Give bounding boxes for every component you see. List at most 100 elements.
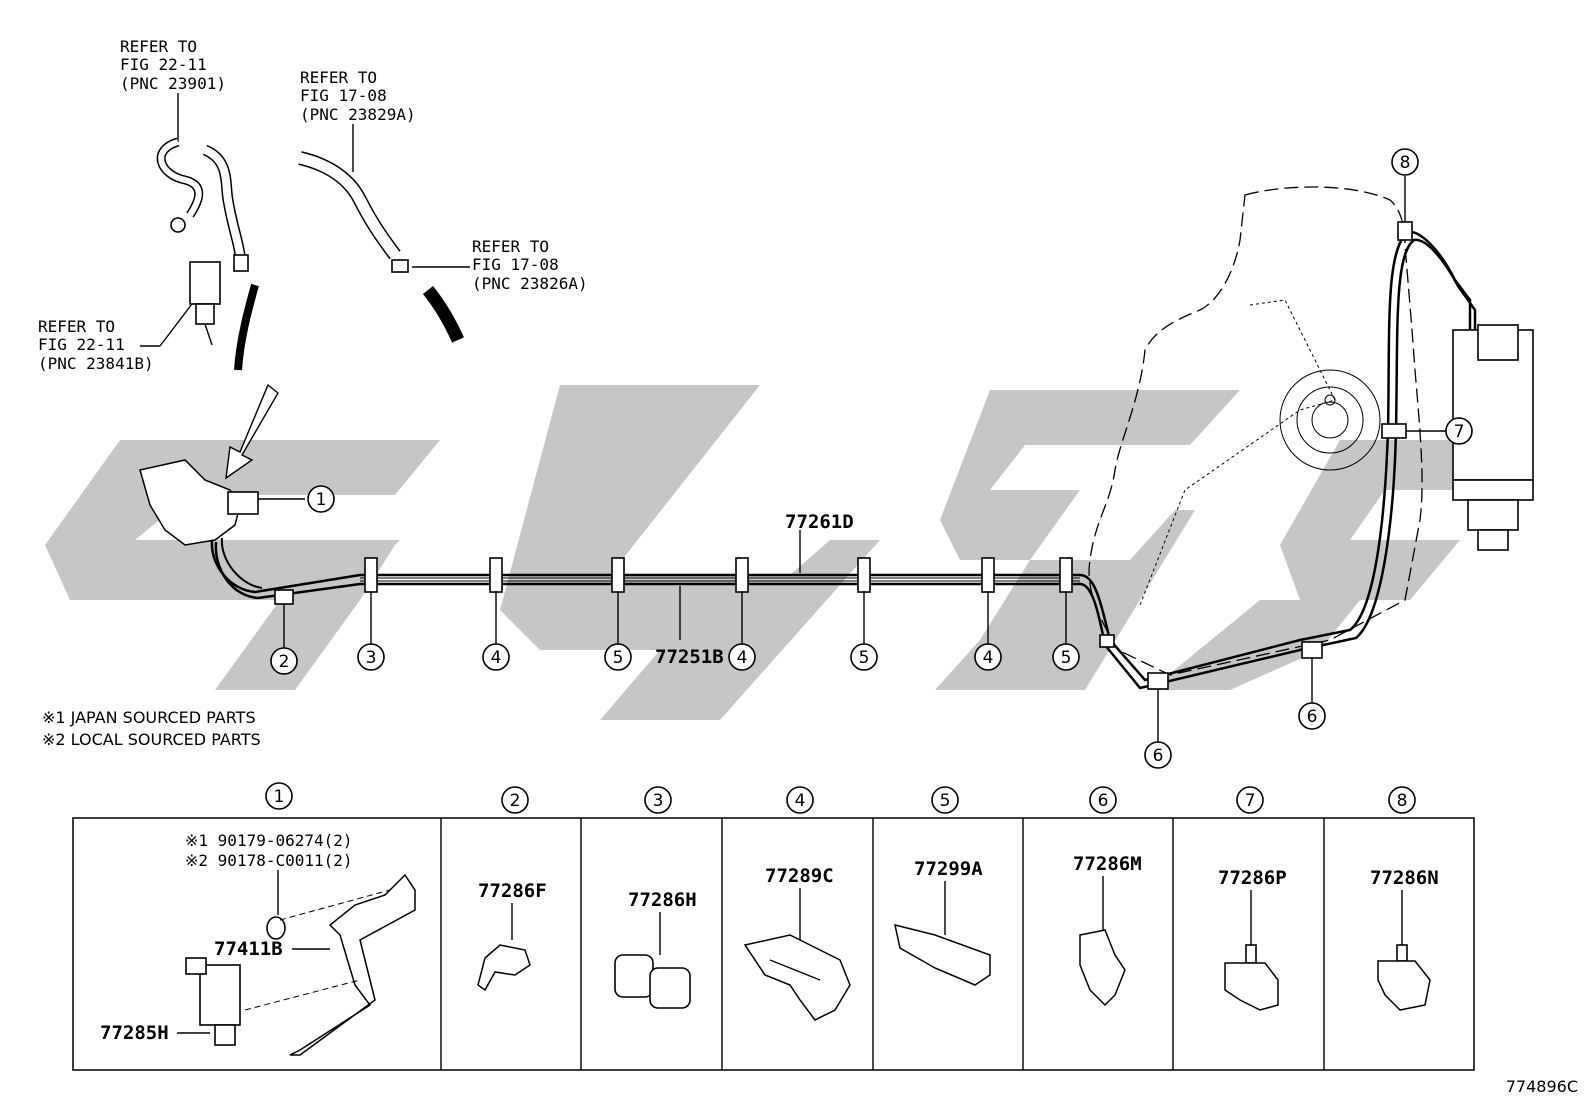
svg-text:4: 4	[491, 648, 502, 668]
svg-text:6: 6	[1307, 707, 1318, 727]
table-cell-7: 77286P	[1218, 867, 1287, 1011]
reference-23841B: REFER TO FIG 22-11 (PNC 23841B)	[38, 299, 196, 373]
callouts: 1 2 3 4 5 4 5 4 5 6 6 7 8	[270, 148, 1473, 769]
part-77251B: 77251B	[655, 646, 724, 668]
callout-leaders	[283, 176, 1446, 742]
table-cell-1: ※1 90179-06274(2) ※2 90178-C0011(2) 7741…	[100, 831, 416, 1056]
svg-text:FIG 22-11: FIG 22-11	[38, 335, 125, 354]
view-arrow	[225, 383, 279, 480]
table-cell-6: 77286M	[1073, 853, 1142, 1007]
clamp-4b	[735, 557, 749, 593]
table-cell-3: 77286H	[614, 889, 697, 1009]
connector-23841B	[189, 261, 259, 371]
table-cell-2: 77286F	[477, 880, 547, 992]
svg-text:※1 90179-06274(2): ※1 90179-06274(2)	[185, 831, 353, 850]
hose-23901	[156, 137, 249, 272]
clamp-5a	[611, 557, 625, 593]
svg-text:(PNC 23841B): (PNC 23841B)	[38, 354, 154, 373]
callout-5c: 5	[1052, 643, 1080, 671]
watermark	[45, 385, 1530, 720]
svg-text:77285H: 77285H	[100, 1022, 169, 1044]
callout-4a: 4	[482, 643, 510, 671]
clamp-4c	[981, 557, 995, 593]
clamp-3	[364, 557, 378, 593]
svg-text:1: 1	[274, 787, 285, 807]
svg-text:77286H: 77286H	[628, 889, 697, 911]
callout-4c: 4	[974, 643, 1002, 671]
svg-text:2: 2	[279, 652, 290, 672]
callout-2: 2	[270, 647, 298, 675]
reference-23901: REFER TO FIG 22-11 (PNC 23901)	[120, 37, 226, 142]
svg-text:4: 4	[983, 648, 994, 668]
note-japan-sourced: ※1 JAPAN SOURCED PARTS	[42, 708, 256, 727]
svg-text:77286P: 77286P	[1218, 867, 1287, 889]
svg-text:※2 90178-C0011(2): ※2 90178-C0011(2)	[185, 851, 353, 870]
callout-5a: 5	[604, 643, 632, 671]
svg-text:FIG 22-11: FIG 22-11	[120, 55, 207, 74]
svg-text:6: 6	[1098, 791, 1109, 811]
svg-text:7: 7	[1245, 791, 1256, 811]
figure-id: 774896C	[1506, 1077, 1578, 1096]
callout-6a: 6	[1144, 741, 1172, 769]
svg-text:(PNC 23901): (PNC 23901)	[120, 74, 226, 93]
svg-text:REFER TO: REFER TO	[38, 317, 115, 336]
clamp-8	[1397, 221, 1413, 241]
svg-text:77286N: 77286N	[1370, 867, 1439, 889]
reference-23829A: REFER TO FIG 17-08 (PNC 23829A)	[300, 68, 416, 172]
svg-text:FIG 17-08: FIG 17-08	[300, 86, 387, 105]
hose-23826A	[422, 285, 464, 343]
callout-4b: 4	[728, 643, 756, 671]
svg-text:3: 3	[653, 791, 664, 811]
callout-7: 7	[1445, 417, 1473, 445]
svg-text:5: 5	[940, 791, 951, 811]
svg-text:77411B: 77411B	[214, 938, 283, 960]
reference-23826A: REFER TO FIG 17-08 (PNC 23826A)	[412, 237, 588, 293]
clamp-6a	[1147, 672, 1169, 690]
svg-text:5: 5	[613, 648, 624, 668]
hose-23829A	[298, 151, 409, 273]
svg-text:77299A: 77299A	[914, 858, 983, 880]
clamp-4a	[489, 557, 503, 593]
clamp-6b	[1301, 641, 1323, 659]
clamp-7	[1381, 423, 1407, 439]
svg-text:77289C: 77289C	[765, 865, 834, 887]
fuel-tank-outline	[1088, 186, 1423, 676]
svg-text:5: 5	[859, 648, 870, 668]
svg-text:2: 2	[510, 791, 521, 811]
svg-text:REFER TO: REFER TO	[300, 68, 377, 87]
svg-text:FIG 17-08: FIG 17-08	[472, 255, 559, 274]
svg-text:8: 8	[1397, 791, 1408, 811]
svg-text:3: 3	[366, 648, 377, 668]
clamp-2	[274, 589, 294, 605]
callout-5b: 5	[850, 643, 878, 671]
callout-1: 1	[307, 485, 335, 513]
clamps	[274, 221, 1413, 690]
note-local-sourced: ※2 LOCAL SOURCED PARTS	[42, 730, 261, 749]
part-77261D: 77261D	[785, 511, 854, 533]
svg-text:4: 4	[795, 791, 806, 811]
svg-text:77286M: 77286M	[1073, 853, 1142, 875]
callout-3: 3	[357, 643, 385, 671]
svg-text:1: 1	[316, 490, 327, 510]
svg-text:REFER TO: REFER TO	[120, 37, 197, 56]
svg-text:(PNC 23826A): (PNC 23826A)	[472, 274, 588, 293]
svg-text:4: 4	[737, 648, 748, 668]
callout-6b: 6	[1298, 702, 1326, 730]
svg-text:7: 7	[1454, 422, 1465, 442]
clamp-6-upper	[1099, 634, 1115, 648]
svg-text:REFER TO: REFER TO	[472, 237, 549, 256]
table-cell-5: 77299A	[894, 858, 991, 986]
svg-text:8: 8	[1400, 153, 1411, 173]
clamp-5b	[857, 557, 871, 593]
svg-text:(PNC 23829A): (PNC 23829A)	[300, 105, 416, 124]
table-cell-8: 77286N	[1370, 867, 1439, 1011]
clamp-5c	[1059, 557, 1073, 593]
table-cell-4: 77289C	[743, 865, 851, 1021]
parts-table: ※1 90179-06274(2) ※2 90178-C0011(2) 7741…	[72, 817, 1475, 1071]
svg-text:6: 6	[1153, 746, 1164, 766]
table-headers: 1 2 3 4 5 6 7 8	[265, 782, 1416, 814]
canister	[1452, 324, 1534, 551]
svg-text:5: 5	[1061, 648, 1072, 668]
left-connector-assembly	[139, 459, 305, 546]
